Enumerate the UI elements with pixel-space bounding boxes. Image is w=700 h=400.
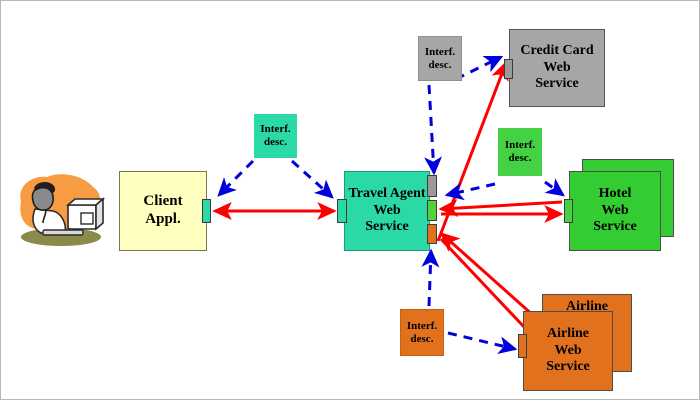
port-credit-card-left[interactable] (504, 59, 513, 79)
port-travel-agent-airline[interactable] (427, 224, 437, 244)
arrow-travelagent-creditcard (436, 60, 509, 242)
port-client-appl-right[interactable] (202, 199, 211, 223)
if-client-label: Interf.desc. (260, 123, 291, 148)
airline-back-label: Airline (566, 299, 608, 314)
interface-description-credit-card[interactable]: Interf.desc. (418, 36, 462, 81)
interface-description-client[interactable]: Interf.desc. (254, 114, 297, 158)
if-airline-label: Interf.desc. (406, 319, 438, 345)
arrow-ifairline-to-airline (447, 331, 518, 354)
port-travel-agent-credit[interactable] (427, 175, 437, 197)
port-airline-left[interactable] (518, 334, 527, 358)
arrow-ifclient-to-client (217, 159, 255, 197)
if-hotel-label: Interf.desc. (504, 139, 536, 164)
arrow-ifhotel-to-travelagent (444, 182, 496, 201)
if-credit-label: Interf.desc. (424, 45, 456, 71)
arrow-ifcredit-to-travelagent (424, 84, 443, 176)
user-at-computer-icon (20, 174, 106, 246)
arrow-ifcredit-to-creditcard (455, 55, 504, 81)
arrow-ifclient-to-travelagent (290, 159, 334, 199)
arrow-ifairline-to-travelagent (421, 248, 440, 307)
port-hotel-left[interactable] (564, 199, 573, 223)
interface-description-hotel[interactable]: Interf.desc. (498, 128, 542, 176)
arrow-ifhotel-to-hotel (544, 178, 565, 197)
port-travel-agent-hotel[interactable] (427, 200, 437, 221)
arrow-hotel-to-travelagent (438, 199, 563, 218)
interface-description-airline[interactable]: Interf.desc. (400, 309, 444, 356)
port-travel-agent-left[interactable] (337, 199, 347, 223)
